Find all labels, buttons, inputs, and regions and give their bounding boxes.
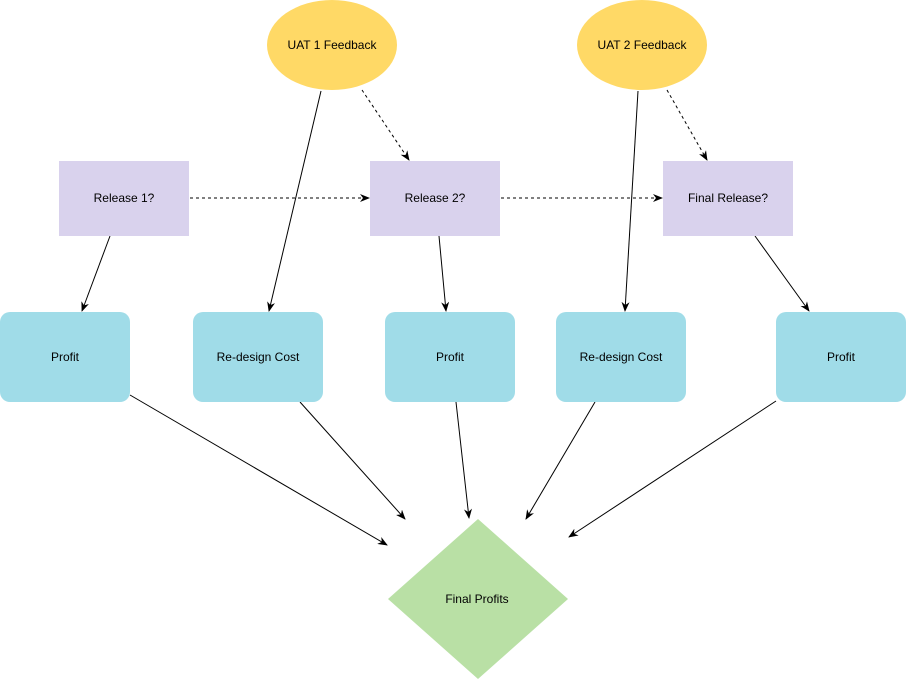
node-label: Release 1? [94, 191, 155, 205]
node-release1[interactable]: Release 1? [59, 161, 189, 236]
node-label: Profit [51, 350, 80, 364]
edge-redesign1-to-final-profits [299, 401, 406, 520]
edge-release2-to-profit2 [438, 235, 450, 312]
edge-uat1-to-release2 [361, 89, 410, 161]
node-label: Final Profits [445, 592, 508, 606]
rounded-rect-shape [193, 312, 323, 402]
node-release2[interactable]: Release 2? [370, 161, 500, 236]
rect-shape [663, 161, 793, 236]
node-label: Final Release? [688, 191, 768, 205]
rounded-rect-shape [776, 312, 906, 402]
node-final-release[interactable]: Final Release? [663, 161, 793, 236]
ellipse-shape [267, 0, 397, 90]
node-label: Re-design Cost [580, 350, 663, 364]
node-uat2-feedback[interactable]: UAT 2 Feedback [577, 0, 707, 90]
node-redesign-cost-2[interactable]: Re-design Cost [556, 312, 686, 402]
rounded-rect-shape [385, 312, 515, 402]
edge-uat1-to-redesign1 [267, 90, 322, 312]
node-final-profits[interactable]: Final Profits [388, 519, 568, 679]
node-redesign-cost-1[interactable]: Re-design Cost [193, 312, 323, 402]
node-label: Re-design Cost [217, 350, 300, 364]
edge-redesign2-to-final-profits [525, 401, 596, 520]
node-profit-3[interactable]: Profit [776, 312, 906, 402]
diamond-shape [388, 519, 568, 679]
edges-layer [81, 89, 810, 546]
node-profit-2[interactable]: Profit [385, 312, 515, 402]
edge-release1-to-profit1 [81, 235, 111, 312]
edge-profit2-to-final-profits [455, 401, 472, 519]
edge-uat2-to-final-release [666, 89, 708, 161]
edge-uat2-to-redesign2 [621, 90, 639, 312]
rounded-rect-shape [0, 312, 130, 402]
edge-profit1-to-final-profits [129, 394, 388, 546]
node-label: UAT 1 Feedback [288, 38, 378, 52]
ellipse-shape [577, 0, 707, 90]
rect-shape [370, 161, 500, 236]
node-profit-1[interactable]: Profit [0, 312, 130, 402]
node-uat1-feedback[interactable]: UAT 1 Feedback [267, 0, 397, 90]
node-label: Release 2? [405, 191, 466, 205]
node-label: Profit [827, 350, 856, 364]
edge-final-release-to-profit3 [754, 235, 810, 312]
node-label: UAT 2 Feedback [598, 38, 688, 52]
rect-shape [59, 161, 189, 236]
node-label: Profit [436, 350, 465, 364]
rounded-rect-shape [556, 312, 686, 402]
edge-profit3-to-final-profits [568, 400, 777, 538]
